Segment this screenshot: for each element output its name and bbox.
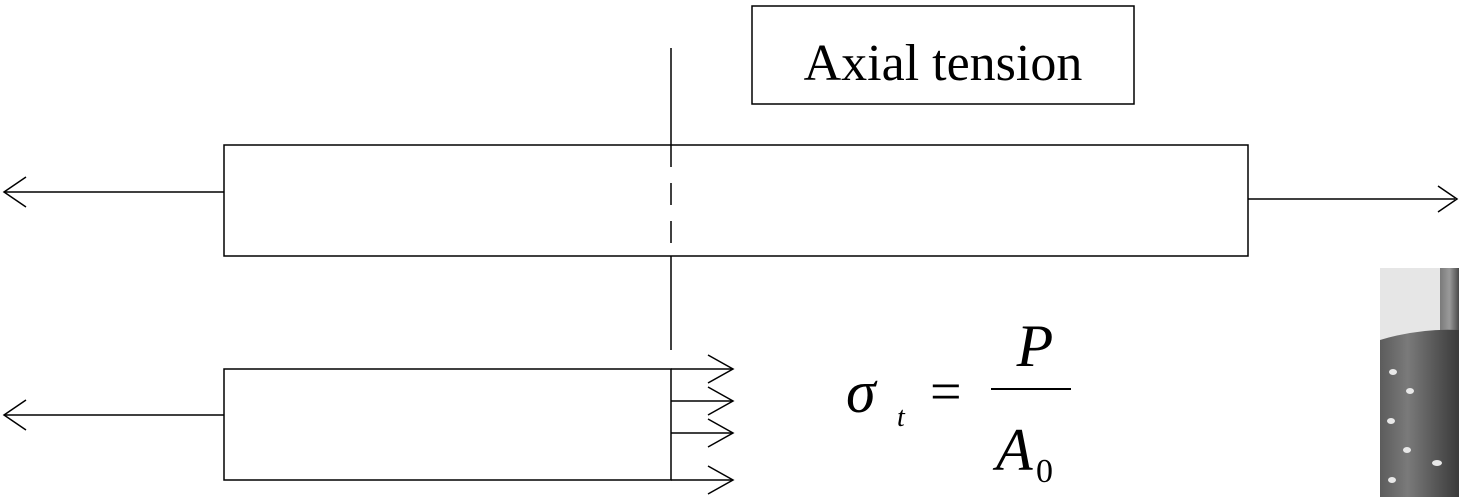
specimen-hole xyxy=(1389,369,1397,375)
formula-subscript: t xyxy=(897,402,906,433)
arrow-head-icon xyxy=(1437,185,1459,213)
specimen-holes xyxy=(1387,369,1442,483)
title-box: Axial tension xyxy=(751,5,1135,105)
arrow-head-icon xyxy=(707,386,735,416)
specimen-hole xyxy=(1406,388,1414,394)
cut-bar xyxy=(2,354,735,495)
stress-arrows xyxy=(671,354,735,495)
title-text: Axial tension xyxy=(804,35,1083,92)
arrow-head-icon xyxy=(707,465,735,495)
specimen-hole xyxy=(1387,418,1395,424)
arrow-head-icon xyxy=(707,418,735,448)
formula-sigma: σ xyxy=(846,359,878,425)
formula-equals: = xyxy=(930,361,962,423)
formula-numerator: P xyxy=(1016,313,1054,379)
cut-bar-body xyxy=(223,368,672,481)
arrow-head-icon xyxy=(2,176,27,208)
title-box-frame xyxy=(751,5,1135,105)
stress-formula: σ t = P A 0 xyxy=(846,313,1071,490)
specimen-hole xyxy=(1388,477,1396,483)
arrow-head-icon xyxy=(2,399,27,431)
specimen-hole xyxy=(1403,447,1411,453)
cylinder-specimen-icon xyxy=(1380,268,1459,497)
specimen-cylinder xyxy=(1380,329,1459,497)
formula-denominator-subscript: 0 xyxy=(1036,453,1053,490)
specimen-hole xyxy=(1432,460,1442,466)
arrow-head-icon xyxy=(707,354,735,384)
formula-denominator: A xyxy=(992,417,1033,483)
full-bar-body xyxy=(223,144,1249,257)
full-bar xyxy=(2,144,1459,257)
